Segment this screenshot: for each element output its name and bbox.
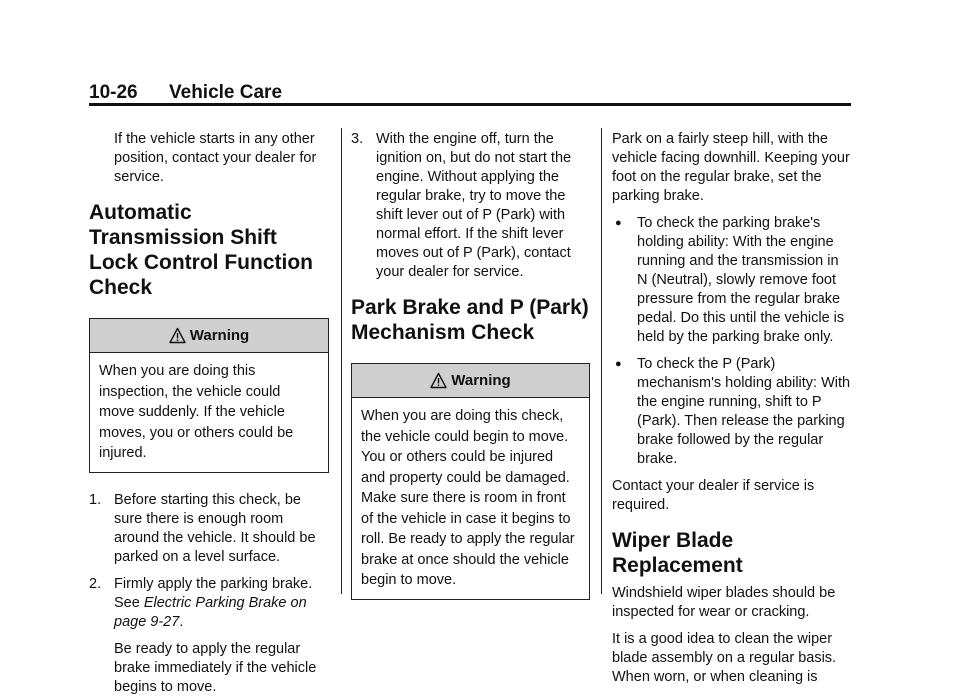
- page-number: 10-26: [89, 82, 138, 103]
- contact-paragraph: Contact your dealer if service is requir…: [612, 478, 815, 513]
- see-label: See: [114, 594, 144, 611]
- page-header: 10-26 Vehicle Care: [89, 82, 282, 104]
- list-text: Before starting this check, be sure ther…: [114, 491, 316, 565]
- list-number: 1.: [89, 491, 102, 508]
- warning-header: Warning: [90, 319, 328, 353]
- list-item: 1. Before starting this check, be sure t…: [89, 491, 329, 567]
- list-item: 3. With the engine off, turn the ignitio…: [351, 130, 590, 282]
- column-1: If the vehicle starts in any other posit…: [89, 130, 329, 697]
- warning-icon: [169, 327, 186, 344]
- intro-paragraph: If the vehicle starts in any other posit…: [114, 131, 317, 185]
- section-title: Vehicle Care: [169, 82, 283, 103]
- bullet-icon: ●: [615, 217, 622, 229]
- intro-paragraph: Park on a fairly steep hill, with the ve…: [612, 131, 850, 204]
- list-text: Firmly apply the parking brake. See Elec…: [114, 575, 329, 632]
- step2-note: Be ready to apply the regular brake imme…: [114, 640, 317, 695]
- section-heading: Automatic Transmission Shift Lock Contro…: [89, 201, 313, 299]
- step2-text: Firmly apply the parking brake.: [114, 575, 313, 592]
- warning-box: Warning When you are doing this inspecti…: [89, 318, 329, 473]
- warning-text: When you are doing this inspection, the …: [99, 363, 294, 461]
- warning-text: When you are doing this check, the vehic…: [361, 408, 575, 588]
- list-text: With the engine off, turn the ignition o…: [376, 131, 572, 280]
- column-divider-2: [601, 128, 602, 594]
- warning-label: Warning: [451, 372, 511, 389]
- paragraph: It is a good idea to clean the wiper bla…: [612, 631, 837, 685]
- column-3: Park on a fairly steep hill, with the ve…: [612, 130, 852, 687]
- column-divider-1: [341, 128, 342, 594]
- section-heading: Wiper Blade Replacement: [612, 529, 743, 577]
- list-item: ● To check the P (Park) mechanism's hold…: [612, 355, 852, 469]
- period: .: [179, 613, 184, 630]
- warning-label: Warning: [189, 327, 250, 344]
- bullet-icon: ●: [615, 358, 622, 370]
- section-heading: Park Brake and P (Park) Mechanism Check: [351, 296, 589, 344]
- list-item: 2. Firmly apply the parking brake. See E…: [89, 575, 329, 632]
- list-text: To check the P (Park) mechanism's holdin…: [637, 356, 851, 467]
- warning-icon: [430, 372, 447, 389]
- list-text: To check the parking brake's holding abi…: [637, 215, 845, 345]
- list-number: 2.: [89, 575, 102, 592]
- list-item: ● To check the parking brake's holding a…: [612, 214, 852, 347]
- warning-header: Warning: [352, 364, 589, 398]
- header-rule: [89, 103, 851, 106]
- paragraph: Windshield wiper blades should be inspec…: [612, 585, 836, 620]
- list-number: 3.: [351, 131, 364, 147]
- column-2: 3. With the engine off, turn the ignitio…: [351, 130, 590, 600]
- warning-box: Warning When you are doing this check, t…: [351, 363, 590, 600]
- cross-reference-link[interactable]: Electric Parking Brake on page 9-27: [114, 594, 307, 630]
